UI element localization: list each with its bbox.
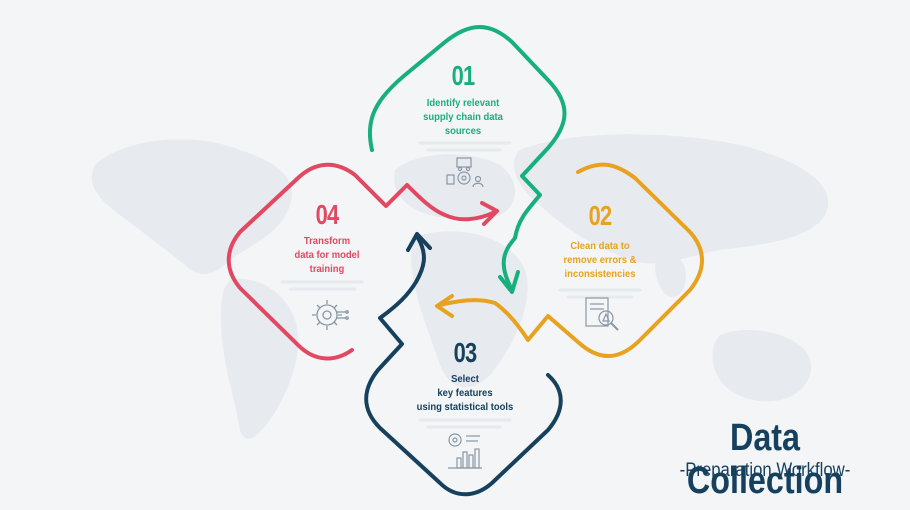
step-04-description: Transform data for model training [269,234,386,276]
step-01-arrowhead [498,270,520,294]
step-04-line-2: data for model [294,249,360,261]
step-04-loop [226,162,497,361]
step-01-line-3: sources [444,125,482,137]
step-04-line-3: training [309,263,345,275]
step-03-description: Select key features using statistical to… [407,372,524,414]
step-03-number: 03 [453,337,478,368]
step-01-number: 01 [451,60,476,91]
step-01-line-1: Identify relevant [426,97,500,109]
step-01-loop [367,25,567,292]
step-02-loop [438,162,704,358]
page-title: Data Collection [686,417,844,502]
page-subtitle: -Preparation Workflow- [679,460,851,481]
step-02-description: Clean data to remove errors & inconsiste… [542,239,659,281]
step-01-description: Identify relevant supply chain data sour… [405,96,522,138]
step-02-arrowhead [435,294,454,318]
statistics-icon [448,433,482,469]
step-02-line-3: inconsistencies [564,268,636,280]
step-01-line-2: supply chain data [423,111,503,123]
step-03-arrowhead [406,232,432,252]
document-inspection-icon [585,297,619,331]
step-04-arrowhead [480,201,499,226]
step-02-line-1: Clean data to [570,240,630,252]
step-04-line-1: Transform [303,235,351,247]
step-04-number: 04 [315,199,340,230]
step-03-line-2: key features [437,387,493,399]
gear-circuit-icon [312,300,349,330]
supply-chain-icon [446,157,484,188]
step-03-line-1: Select [451,373,479,385]
decorative-lines [280,141,642,429]
step-02-line-2: remove errors & [563,254,637,266]
step-03-line-3: using statistical tools [416,401,514,413]
step-03-loop [364,236,563,497]
step-02-number: 02 [588,200,613,231]
